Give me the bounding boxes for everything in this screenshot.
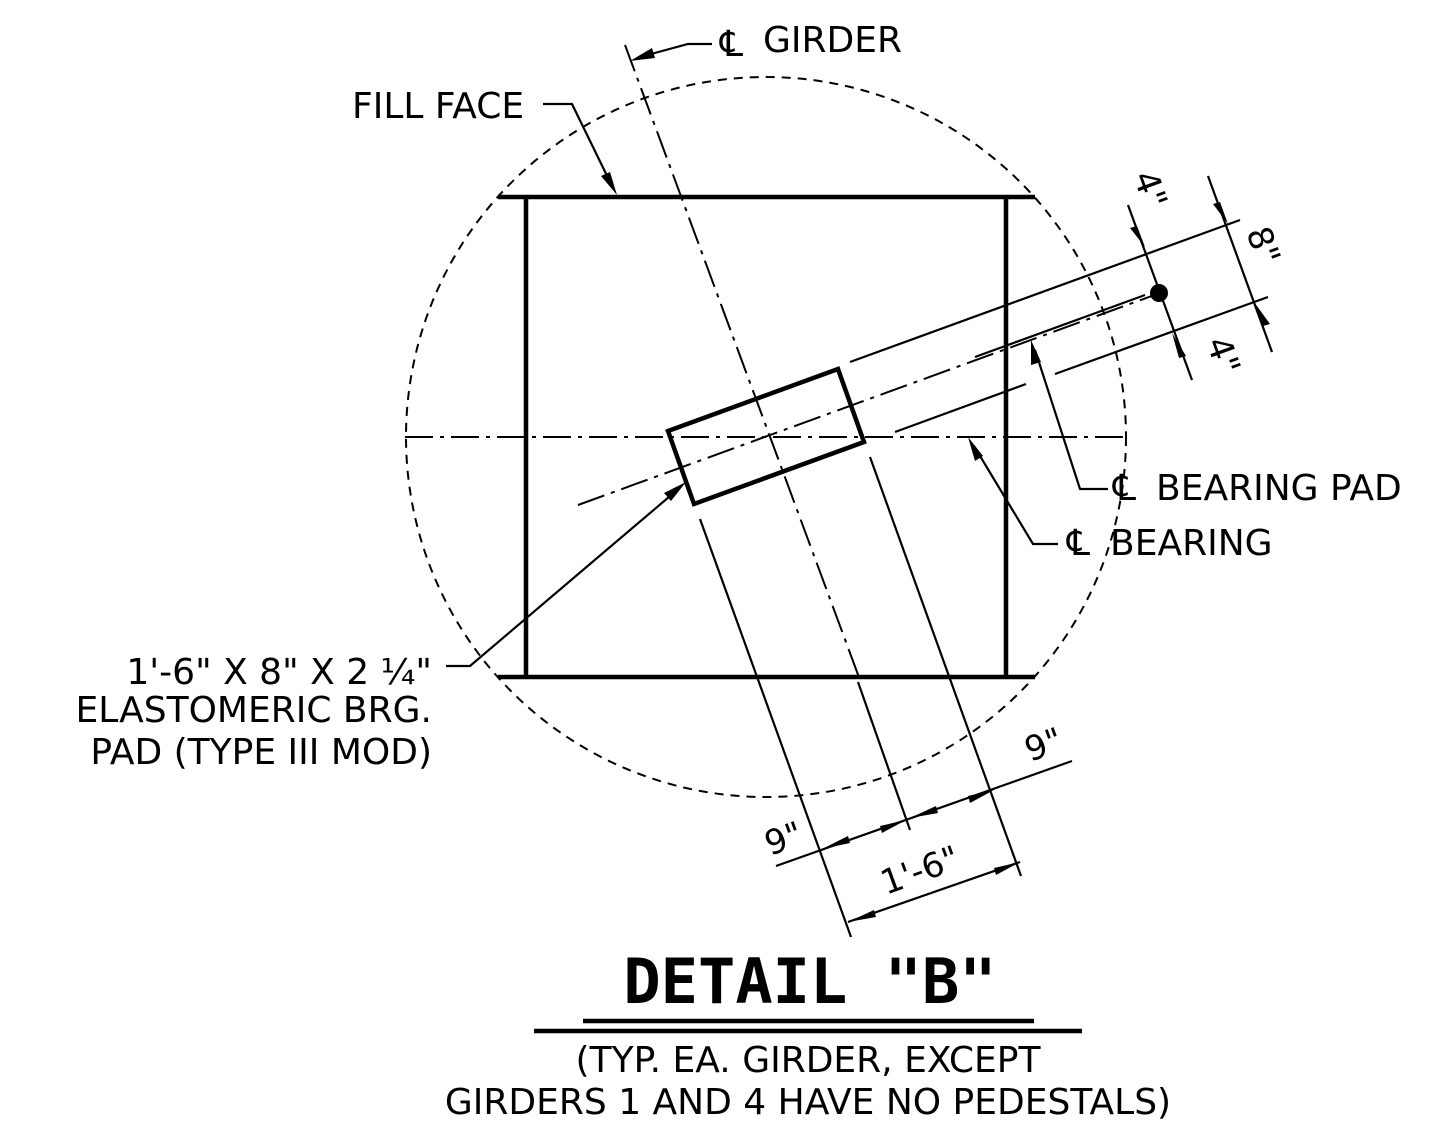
arrow-1-6-left	[848, 910, 876, 922]
arrow-4-bottom	[1172, 333, 1186, 358]
bearing-pad-label-line3: PAD (TYPE III MOD)	[90, 732, 432, 773]
leader-cl-girder	[639, 42, 712, 59]
cl-bearing-pad-label: BEARING PAD	[1156, 468, 1402, 509]
leader-fill-face	[543, 102, 613, 187]
arrow-1-6-right	[994, 862, 1020, 875]
dim-text-4-bottom: 4"	[1198, 331, 1248, 380]
bearing-pad-label-line1: 1'-6" X 8" X 2 ¼"	[126, 652, 432, 693]
arrow-9-left-a	[822, 836, 850, 849]
centerline-bearing-pad	[577, 292, 1161, 506]
arrow-cl-bearing	[968, 437, 983, 461]
detail-title: DETAIL "B"	[623, 945, 996, 1018]
cl-girder-symbol: ℄	[719, 24, 743, 65]
centerline-girder	[624, 44, 861, 681]
arrow-bearing-pad	[664, 482, 686, 501]
cl-bearing-label: BEARING	[1110, 523, 1273, 564]
detail-note-line1: (TYP. EA. GIRDER, EXCEPT	[576, 1040, 1042, 1081]
arrow-4-top	[1130, 226, 1145, 247]
fill-face-label: FILL FACE	[352, 86, 524, 127]
leader-bearing-pad	[446, 490, 677, 668]
arrow-9-right-b	[968, 790, 994, 803]
detail-boundary-circle	[405, 76, 1127, 798]
arrow-8-bottom	[1254, 302, 1270, 326]
dim-text-4-top: 4"	[1125, 165, 1175, 214]
extension-line-upper-4	[1054, 295, 1269, 376]
arrow-8-top	[1213, 202, 1228, 224]
cl-bearing-symbol: ℄	[1066, 523, 1090, 564]
extension-line-upper-2	[974, 293, 1146, 359]
leader-cl-bearing-pad	[1033, 349, 1108, 491]
arrow-cl-bearing-pad	[1031, 340, 1041, 365]
leader-cl-bearing	[973, 445, 1058, 546]
dim-text-1-6: 1'-6"	[875, 838, 964, 903]
extension-line-upper-3	[894, 382, 1027, 434]
bearing-pad	[665, 366, 867, 507]
arrow-9-right-a	[910, 806, 938, 818]
arrow-cl-girder	[630, 48, 655, 61]
bearing-pad-label-line2: ELASTOMERIC BRG.	[75, 690, 432, 731]
cl-girder-label: GIRDER	[763, 20, 902, 61]
extension-line-upper-1	[849, 218, 1241, 364]
detail-note-line2: GIRDERS 1 AND 4 HAVE NO PEDESTALS)	[445, 1082, 1171, 1123]
extension-line-lower-1	[698, 518, 853, 938]
dim-line-1-6	[847, 860, 1021, 924]
bearing-point-dot	[1150, 284, 1168, 302]
extension-line-lower-2	[856, 681, 912, 831]
arrow-9-left-b	[880, 820, 906, 833]
cl-bearing-pad-symbol: ℄	[1112, 468, 1136, 509]
arrow-fill-face	[601, 172, 617, 195]
dim-text-9-right: 9"	[1019, 720, 1068, 770]
extension-line-lower-3	[868, 456, 1023, 877]
dim-text-8: 8"	[1238, 221, 1288, 270]
